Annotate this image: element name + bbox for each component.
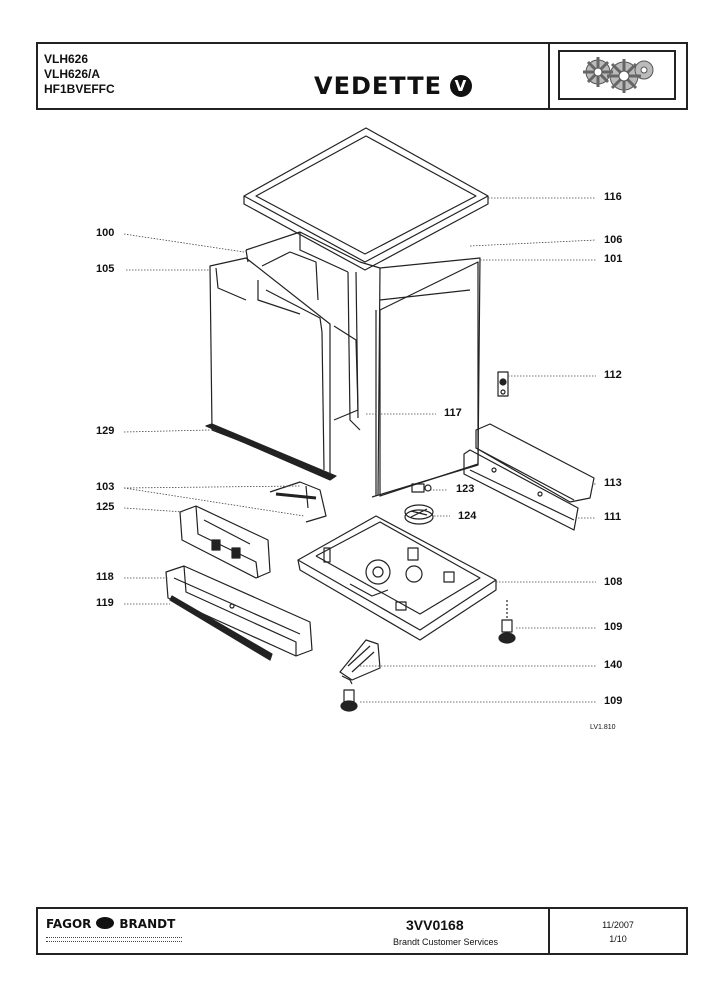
foot-small — [411, 483, 432, 493]
gear-logo-box — [548, 44, 686, 108]
brand-name: VEDETTE — [314, 72, 442, 100]
callout-109: 109 — [604, 621, 623, 633]
support-bracket — [339, 639, 381, 685]
base-tub — [297, 515, 497, 641]
page-number: 1/10 — [609, 934, 627, 944]
rail-part — [463, 449, 579, 531]
top-cover — [475, 423, 595, 503]
adjustable-foot — [498, 600, 516, 644]
model-name: VLH626/A — [44, 67, 101, 81]
control-panel — [165, 565, 313, 661]
document-date: 11/2007 — [602, 920, 634, 930]
kick-plate — [205, 423, 337, 481]
callout-124: 124 — [458, 510, 477, 522]
callout-116: 116 — [604, 191, 622, 203]
document-number: 3VV0168 — [406, 917, 464, 933]
service-label: Brandt Customer Services — [393, 937, 499, 947]
brand-mark-icon: V — [449, 75, 472, 97]
callout-118: 118 — [96, 571, 114, 583]
callout-109: 109 — [604, 695, 623, 707]
model-name: VLH626 — [44, 52, 89, 66]
callout-113: 113 — [604, 477, 622, 489]
hinge-part — [497, 371, 509, 397]
callout-106: 106 — [604, 234, 623, 246]
company-name-right: BRANDT — [119, 917, 176, 931]
model-name: HF1BVEFFC — [44, 82, 115, 96]
callout-123: 123 — [456, 483, 475, 495]
company-logo: FAGOR BRANDT — [46, 917, 175, 931]
gear-logo-frame — [558, 50, 676, 100]
callout-112: 112 — [604, 369, 622, 381]
leader-lines — [123, 197, 597, 703]
callout-117: 117 — [444, 407, 462, 419]
filter-cap — [404, 504, 434, 525]
callout-119: 119 — [96, 597, 114, 609]
company-name-left: FAGOR — [46, 917, 92, 931]
worktop-part — [243, 127, 489, 271]
brand-logo: VEDETTE V — [314, 72, 472, 100]
callout-108: 108 — [604, 576, 623, 588]
callout-140: 140 — [604, 659, 623, 671]
logo-tagline-line — [46, 937, 182, 942]
door-panel — [209, 257, 359, 477]
callout-105: 105 — [96, 263, 115, 275]
model-list: VLH626 VLH626/A HF1BVEFFC — [44, 52, 115, 97]
gears-icon — [583, 57, 654, 93]
callout-125: 125 — [96, 501, 115, 513]
callout-103: 103 — [96, 481, 115, 493]
control-bracket — [269, 481, 327, 523]
callout-101: 101 — [604, 253, 623, 265]
date-page-box: 11/2007 1/10 — [548, 909, 686, 953]
side-panel — [375, 261, 479, 497]
callout-100: 100 — [96, 227, 115, 239]
callout-129: 129 — [96, 425, 115, 437]
footer-box: FAGOR BRANDT 3VV0168 Brandt Customer Serv… — [36, 907, 688, 955]
drawing-reference: LV1.810 — [590, 724, 616, 731]
header-box: VLH626 VLH626/A HF1BVEFFC VEDETTE V — [36, 42, 688, 110]
callout-111: 111 — [604, 511, 622, 523]
adjustable-foot — [340, 689, 358, 712]
company-logo-icon — [96, 917, 115, 929]
detergent-box — [179, 505, 271, 579]
